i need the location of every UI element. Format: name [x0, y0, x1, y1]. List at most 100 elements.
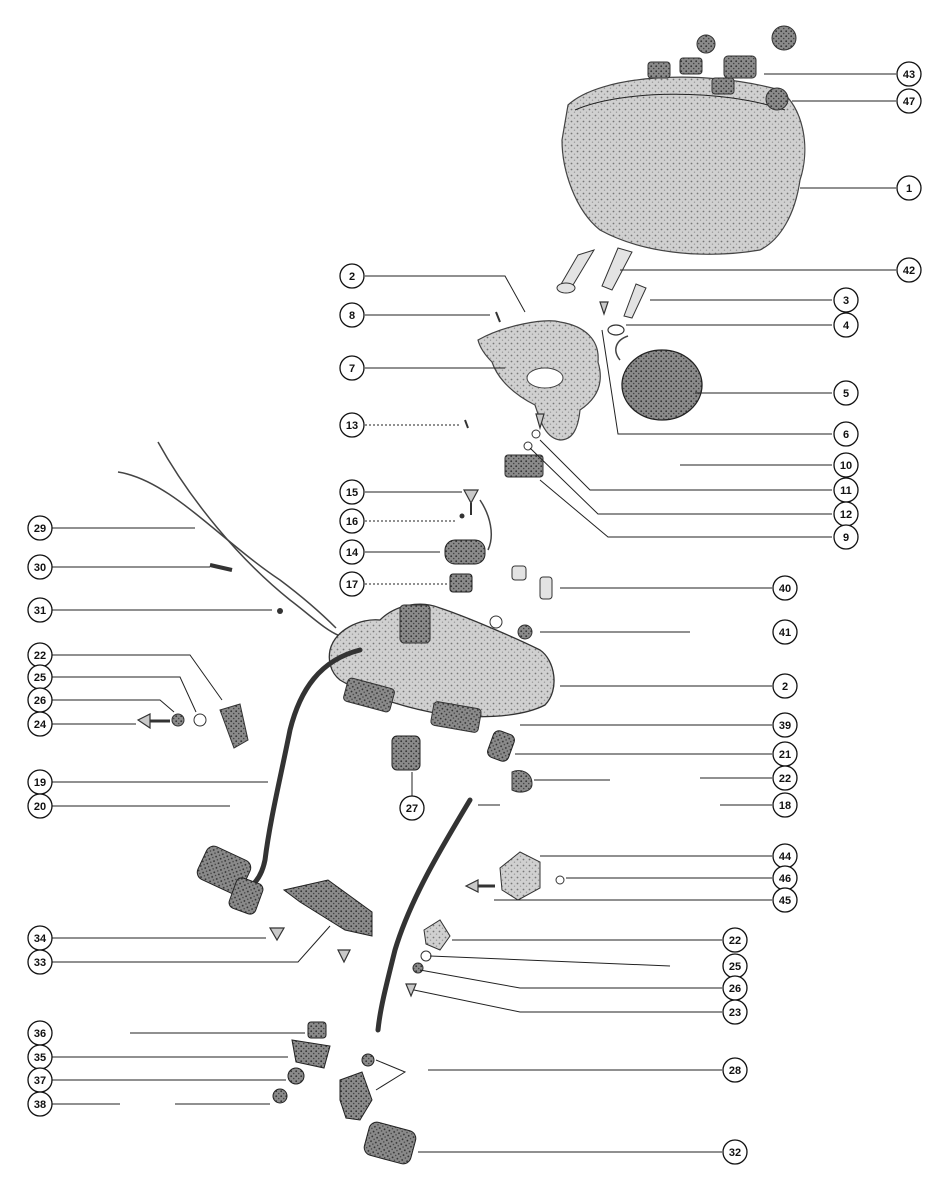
callout-circle — [27, 949, 53, 975]
callout-number: 19 — [34, 777, 46, 789]
callout-circle — [896, 175, 922, 201]
callout-number: 31 — [34, 605, 46, 617]
callout-number: 35 — [34, 1052, 46, 1064]
callout-c3: 3 — [833, 287, 859, 313]
callout-number: 2 — [349, 271, 355, 283]
callout-number: 24 — [34, 719, 47, 731]
callout-number: 29 — [34, 523, 46, 535]
callout-number: 15 — [346, 487, 358, 499]
callout-c16: 16 — [339, 508, 365, 534]
callout-circle — [772, 619, 798, 645]
callout-number: 32 — [729, 1147, 741, 1159]
callout-number: 39 — [779, 720, 791, 732]
callout-circle — [833, 380, 859, 406]
pin-8 — [495, 311, 501, 323]
washer-25b — [420, 950, 432, 962]
callout-number: 26 — [729, 983, 741, 995]
callout-number: 11 — [840, 485, 852, 497]
callout-number: 22 — [729, 935, 741, 947]
callout-number: 38 — [34, 1099, 46, 1111]
callout-c29: 29 — [27, 515, 53, 541]
nut-28 — [361, 1053, 375, 1067]
nut-41b — [517, 624, 533, 640]
block-27 — [391, 735, 421, 771]
callout-c2a: 2 — [339, 263, 365, 289]
screws-42 — [556, 247, 647, 319]
callout-number: 3 — [843, 295, 849, 307]
callout-circle — [339, 302, 365, 328]
callout-circle — [27, 1091, 53, 1117]
washer-11 — [531, 429, 541, 439]
callout-number: 44 — [779, 851, 792, 863]
callout-c31: 31 — [27, 597, 53, 623]
callout-number: 25 — [34, 672, 46, 684]
cable-19 — [242, 647, 363, 893]
callout-c27: 27 — [399, 795, 425, 821]
screw-3 — [599, 301, 609, 316]
callout-circle — [722, 999, 748, 1025]
grommet-47 — [765, 87, 789, 111]
screw-45 — [464, 879, 479, 893]
callout-c36: 36 — [27, 1020, 53, 1046]
nut-37 — [287, 1067, 305, 1085]
callout-number: 6 — [843, 429, 849, 441]
callout-c2b: 2 — [772, 673, 798, 699]
nut-46 — [555, 875, 565, 885]
clip-22b — [511, 770, 533, 793]
nut-36 — [307, 1021, 327, 1039]
callout-number: 1 — [906, 183, 912, 195]
connector-32 — [363, 1121, 417, 1165]
callout-c40: 40 — [772, 575, 798, 601]
callout-c26a: 26 — [27, 687, 53, 713]
block-17 — [449, 573, 473, 593]
callout-c33: 33 — [27, 949, 53, 975]
callout-circle — [339, 412, 365, 438]
callout-c21: 21 — [772, 741, 798, 767]
callout-c22b: 22 — [772, 765, 798, 791]
callout-c25a: 25 — [27, 664, 53, 690]
callout-c24: 24 — [27, 711, 53, 737]
nut-41a — [489, 615, 503, 629]
callout-circle — [772, 887, 798, 913]
callout-c4: 4 — [833, 312, 859, 338]
wire-29 — [117, 471, 337, 629]
grommet-top-small — [696, 34, 716, 54]
callout-number: 7 — [349, 363, 355, 375]
washer-26b — [412, 962, 424, 974]
pin-13 — [464, 419, 469, 429]
callout-number: 16 — [346, 516, 358, 528]
callout-c42: 42 — [896, 257, 922, 283]
screw-15 — [462, 489, 480, 505]
callout-c41: 41 — [772, 619, 798, 645]
callout-c28: 28 — [722, 1057, 748, 1083]
callout-number: 40 — [779, 583, 791, 595]
callout-circle — [722, 1057, 748, 1083]
callout-c17: 17 — [339, 571, 365, 597]
callout-number: 41 — [779, 627, 791, 639]
callout-number: 9 — [843, 532, 849, 544]
callout-c8: 8 — [339, 302, 365, 328]
callout-circle — [27, 597, 53, 623]
screw-33b — [337, 949, 351, 964]
callout-number: 12 — [840, 509, 852, 521]
clip-22c — [423, 919, 451, 951]
callout-c20: 20 — [27, 793, 53, 819]
callout-circle — [339, 571, 365, 597]
callout-c13: 13 — [339, 412, 365, 438]
callout-circle — [27, 711, 53, 737]
callout-number: 23 — [729, 1007, 741, 1019]
callout-number: 34 — [34, 933, 47, 945]
callout-c11: 11 — [833, 477, 859, 503]
fitting-28 — [339, 1071, 373, 1121]
callout-circle — [896, 61, 922, 87]
callout-number: 20 — [34, 801, 46, 813]
cowl-housing — [561, 57, 806, 255]
callout-circle — [339, 263, 365, 289]
callout-number: 42 — [903, 265, 915, 277]
screw-24 — [136, 713, 151, 730]
bracket-44 — [499, 851, 541, 901]
callout-c46: 46 — [772, 865, 798, 891]
callout-c43: 43 — [896, 61, 922, 87]
